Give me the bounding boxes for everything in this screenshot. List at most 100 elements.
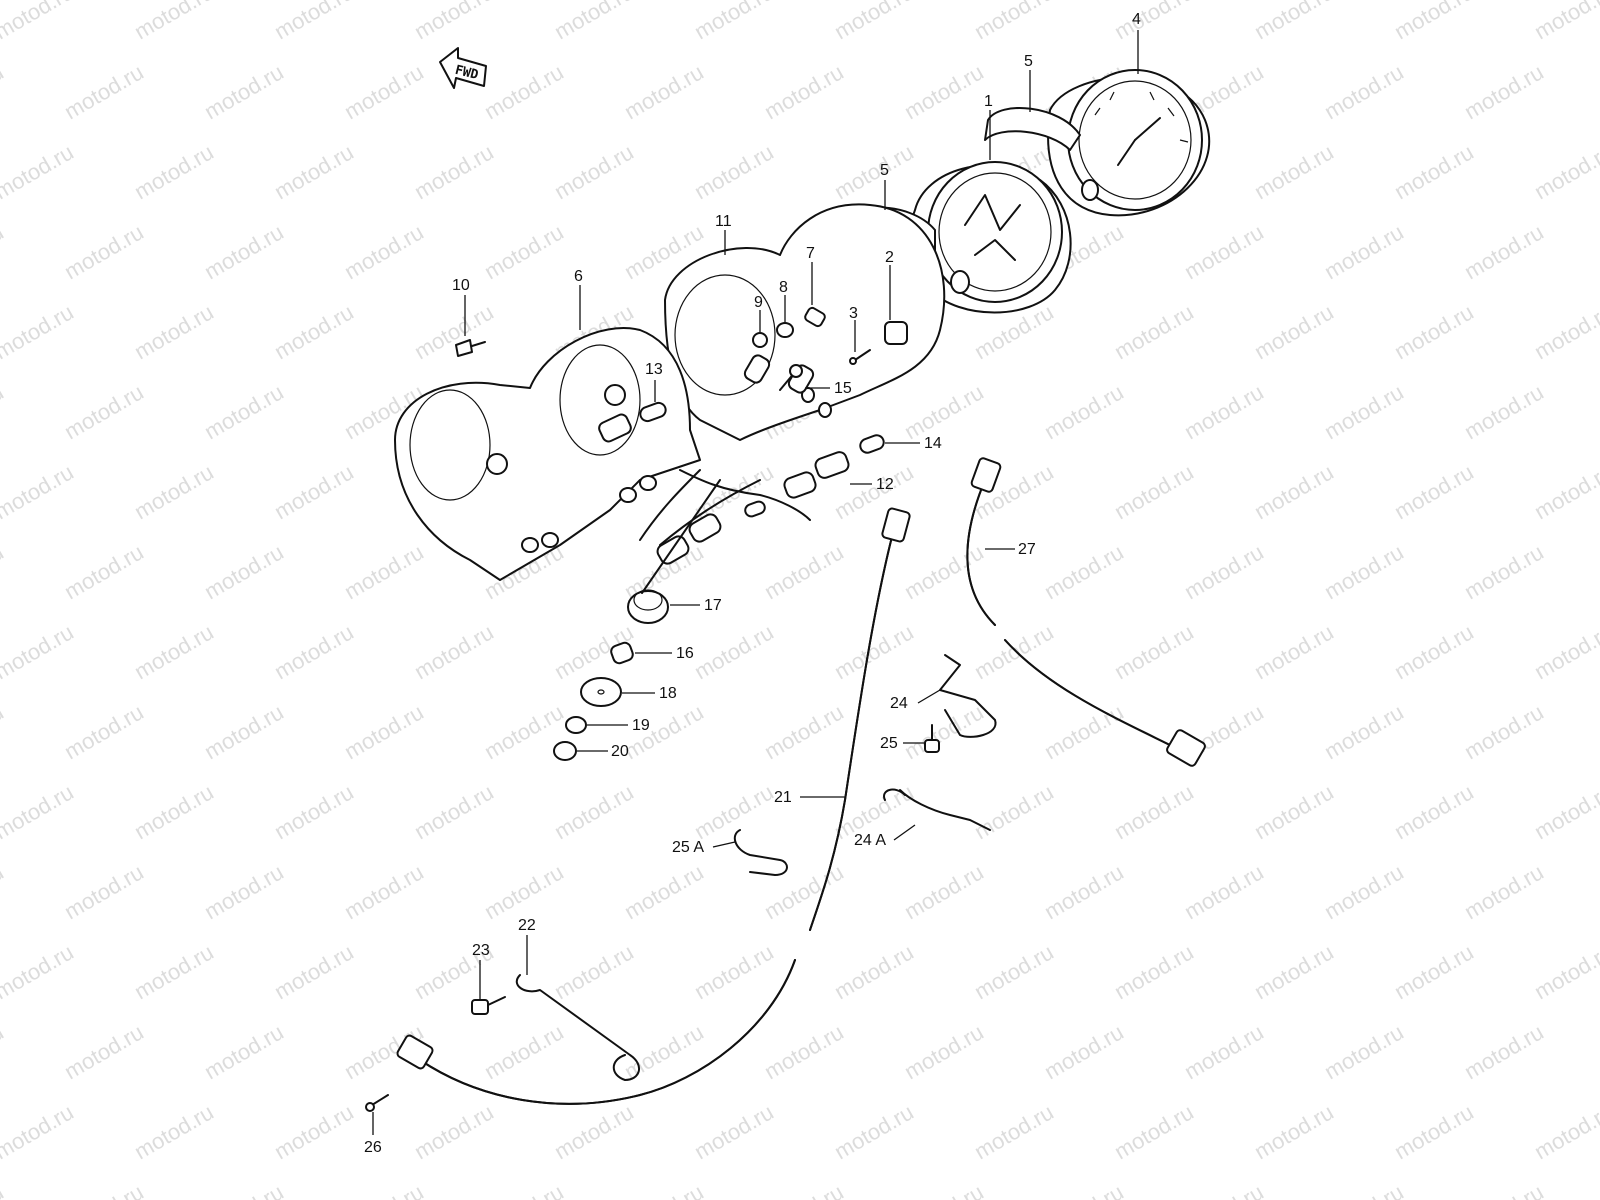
watermark-text: motod.ru	[620, 1019, 708, 1084]
watermark-text: motod.ru	[1390, 459, 1478, 524]
watermark-text: motod.ru	[200, 699, 288, 764]
watermark-text: motod.ru	[1530, 619, 1600, 684]
watermark-text: motod.ru	[1530, 139, 1600, 204]
watermark-text: motod.ru	[1390, 1099, 1478, 1164]
watermark-text: motod.ru	[0, 779, 78, 844]
watermark-text: motod.ru	[1110, 0, 1198, 44]
watermark-text: motod.ru	[830, 939, 918, 1004]
watermark-text: motod.ru	[270, 0, 358, 44]
callout-13: 13	[645, 361, 663, 378]
callout-3: 3	[849, 305, 858, 322]
small-hardware	[455, 306, 908, 391]
watermark-text: motod.ru	[970, 1099, 1058, 1164]
watermark-text: motod.ru	[970, 0, 1058, 44]
watermark-text: motod.ru	[200, 219, 288, 284]
watermark-text: motod.ru	[1250, 0, 1338, 44]
watermark-text: motod.ru	[340, 539, 428, 604]
tachometer	[907, 161, 1072, 314]
watermark-text: motod.ru	[1180, 1179, 1268, 1200]
callout-25: 25	[880, 735, 898, 752]
watermark-text: motod.ru	[620, 859, 708, 924]
watermark-text: motod.ru	[760, 699, 848, 764]
callout-7: 7	[806, 245, 815, 262]
watermark-text: motod.ru	[60, 1019, 148, 1084]
watermark-text: motod.ru	[130, 0, 218, 44]
watermark-text: motod.ru	[1040, 1019, 1128, 1084]
watermark-text: motod.ru	[340, 59, 428, 124]
watermark-text: motod.ru	[130, 1099, 218, 1164]
watermark-text: motod.ru	[1390, 619, 1478, 684]
watermark-text: motod.ru	[0, 859, 8, 924]
watermark-text: motod.ru	[60, 859, 148, 924]
watermark-text: motod.ru	[690, 939, 778, 1004]
watermark-text: motod.ru	[410, 619, 498, 684]
watermark-text: motod.ru	[480, 1019, 568, 1084]
watermark-text: motod.ru	[970, 939, 1058, 1004]
watermark-text: motod.ru	[270, 619, 358, 684]
callout-8: 8	[779, 279, 788, 296]
tachometer-cable	[966, 457, 1206, 767]
watermark-text: motod.ru	[690, 1099, 778, 1164]
watermark-text: motod.ru	[130, 459, 218, 524]
meter-housing	[664, 203, 946, 441]
watermark-text: motod.ru	[1530, 779, 1600, 844]
watermark-text: motod.ru	[0, 0, 78, 44]
forward-arrow-icon: FWD	[439, 47, 487, 89]
watermark-text: motod.ru	[760, 59, 848, 124]
meter-cup-upper	[984, 107, 1081, 151]
callout-18: 18	[659, 685, 677, 702]
watermark-text: motod.ru	[410, 779, 498, 844]
callout-11: 11	[715, 213, 732, 230]
watermark-text: motod.ru	[1390, 939, 1478, 1004]
watermark-text: motod.ru	[1110, 619, 1198, 684]
watermark-text: motod.ru	[60, 59, 148, 124]
watermark-text: motod.ru	[1040, 379, 1128, 444]
watermark-text: motod.ru	[340, 699, 428, 764]
watermark-text: motod.ru	[1320, 379, 1408, 444]
watermark-text: motod.ru	[200, 59, 288, 124]
watermark-text: motod.ru	[1180, 1019, 1268, 1084]
watermark-text: motod.ru	[200, 539, 288, 604]
watermark-text: motod.ru	[900, 379, 988, 444]
watermark-text: motod.ru	[480, 219, 568, 284]
watermark-text: motod.ru	[1040, 1179, 1128, 1200]
bulb-sockets	[598, 354, 885, 565]
watermark-text: motod.ru	[0, 59, 8, 124]
watermark-text: motod.ru	[130, 939, 218, 1004]
watermark-text: motod.ru	[620, 1179, 708, 1200]
watermark-text: motod.ru	[0, 1019, 8, 1084]
watermark-text: motod.ru	[1460, 699, 1548, 764]
leader-lines	[372, 30, 1139, 1135]
callout-10: 10	[452, 277, 470, 294]
callout-14: 14	[924, 435, 942, 452]
watermark-text: motod.ru	[550, 1099, 638, 1164]
watermark-text: motod.ru	[200, 859, 288, 924]
callout-21: 21	[774, 789, 792, 806]
watermark-text: motod.ru	[1530, 459, 1600, 524]
watermark-text: motod.ru	[1460, 1019, 1548, 1084]
watermark-text: motod.ru	[130, 779, 218, 844]
callout-19: 19	[632, 717, 650, 734]
watermark-text: motod.ru	[60, 539, 148, 604]
watermark-text: motod.ru	[1040, 539, 1128, 604]
watermark-text: motod.ru	[1320, 1179, 1408, 1200]
watermark-text: motod.ru	[480, 859, 568, 924]
watermark-text: motod.ru	[900, 1019, 988, 1084]
watermark-text: motod.ru	[130, 619, 218, 684]
watermark-text: motod.ru	[0, 539, 8, 604]
meter-case	[394, 327, 701, 581]
watermark-text: motod.ru	[1040, 699, 1128, 764]
watermark-text: motod.ru	[1460, 539, 1548, 604]
watermark-text: motod.ru	[1320, 59, 1408, 124]
watermark-text: motod.ru	[690, 139, 778, 204]
watermark-text: motod.ru	[60, 219, 148, 284]
watermark-text: motod.ru	[1180, 859, 1268, 924]
watermark-text: motod.ru	[1110, 1099, 1198, 1164]
watermark-text: motod.ru	[1110, 779, 1198, 844]
watermark-text: motod.ru	[1250, 779, 1338, 844]
watermark-text: motod.ru	[0, 219, 8, 284]
watermark-text: motod.ru	[1460, 59, 1548, 124]
watermark-text: motod.ru	[1460, 1179, 1548, 1200]
watermark-text: motod.ru	[1250, 459, 1338, 524]
